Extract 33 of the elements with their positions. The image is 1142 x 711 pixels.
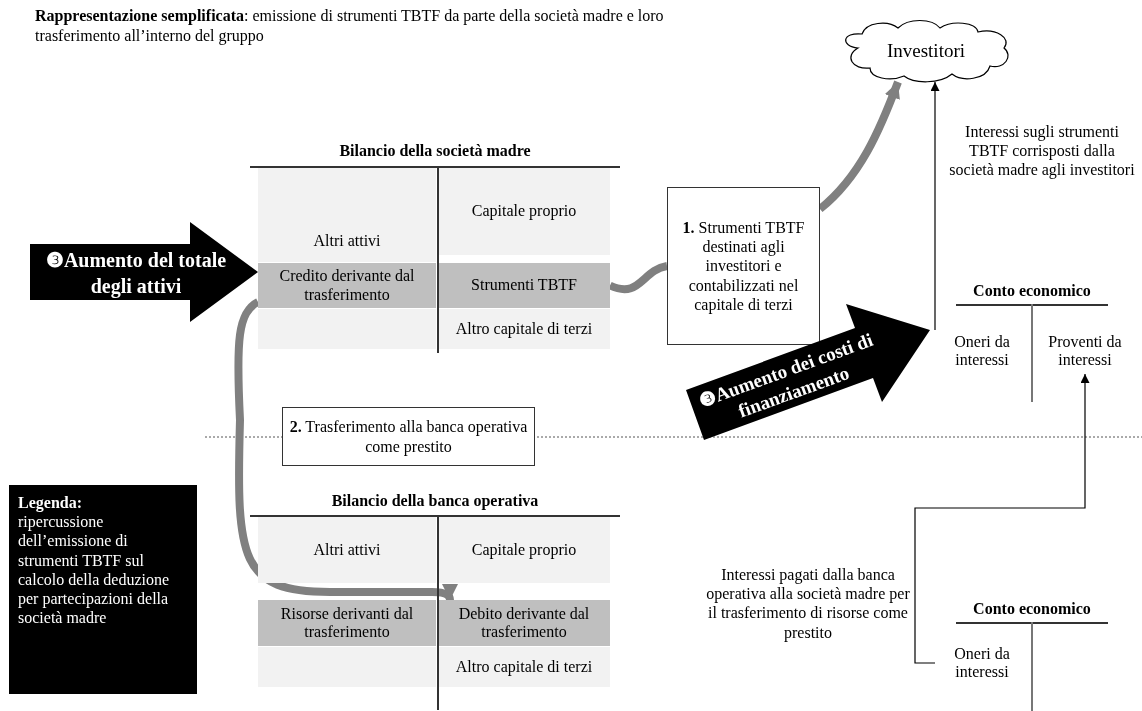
table-title: Bilancio della società madre xyxy=(338,142,532,160)
table-title: Conto economico xyxy=(972,600,1092,618)
table-cell: Altri attivi xyxy=(258,517,436,583)
table-cell: Oneri da interessi xyxy=(935,640,1029,686)
legend-box xyxy=(9,485,197,694)
table-cell: Oneri da interessi xyxy=(935,328,1029,374)
arrow-label: ❸Aumento del totale degli attivi xyxy=(44,248,228,299)
table-cell: Altri attivi xyxy=(258,168,436,262)
node-label: Investitori xyxy=(886,40,966,62)
block-arrow xyxy=(30,222,258,322)
table-cell: Risorse derivanti dal trasferimento xyxy=(258,600,436,646)
text-box: 1. Strumenti TBTF destinati agli investitori e contabilizzati nel capitale di terzi xyxy=(667,187,820,345)
table-cell: Credito derivante dal trasferimento xyxy=(258,263,436,308)
table-cell: Altro capitale di terzi xyxy=(438,309,610,349)
table-cell: Capitale proprio xyxy=(438,168,610,255)
text-box: 2. Trasferimento alla banca operativa come prestito xyxy=(282,407,535,466)
arrow xyxy=(914,373,1090,664)
table-cell: Debito derivante dal trasferimento xyxy=(438,600,610,646)
empty-table-cell xyxy=(258,647,436,687)
diagram-title: Rappresentazione semplificata: emissione di strumenti TBTF da parte della società madre e loro trasferimento all’interno del gruppo xyxy=(35,6,665,46)
table-title: Bilancio della banca operativa xyxy=(330,492,540,510)
edge-label: Interessi pagati dalla banca operativa alla società madre per il trasferimento di risorse come prestito xyxy=(706,565,910,642)
arrow xyxy=(930,81,940,331)
table-title: Conto economico xyxy=(972,282,1092,300)
arrow xyxy=(234,298,457,602)
table-cell: Proventi da interessi xyxy=(1035,328,1135,374)
legend-title: Legenda: xyxy=(18,493,83,513)
legend-text: ripercussione dell’emissione di strumenti TBTF sul calcolo della deduzione per partecipazioni della società madre xyxy=(18,512,171,628)
edge-label: Interessi sugli strumenti TBTF corrisposti dalla società madre agli investitori xyxy=(948,122,1136,180)
table-cell: Altro capitale di terzi xyxy=(438,647,610,687)
empty-table-cell xyxy=(258,309,436,349)
table-cell: Strumenti TBTF xyxy=(438,263,610,308)
table-cell: Capitale proprio xyxy=(438,517,610,583)
